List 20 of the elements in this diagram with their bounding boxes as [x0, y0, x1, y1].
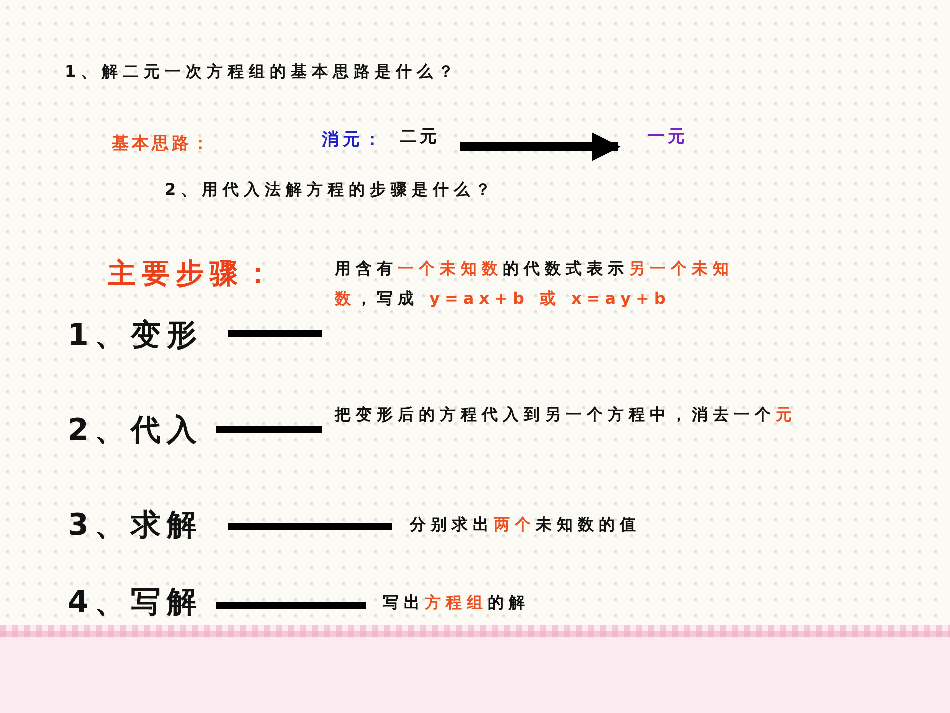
step-description: 把变形后的方程代入到另一个方程中，消去一个元 [335, 405, 797, 424]
question: 2、用代入法解方程的步骤是什么？ [165, 180, 496, 201]
connector-line [228, 330, 322, 338]
connector-line [216, 426, 322, 434]
label: 消元： [322, 129, 385, 151]
term: 二元 [400, 127, 440, 147]
heading: 主要步骤： [108, 256, 278, 292]
label: 基本思路： [112, 133, 212, 155]
term: 一元 [648, 127, 688, 147]
question: 1、解二元一次方程组的基本思路是什么？ [65, 62, 460, 83]
step-label: 1、变形 [68, 318, 203, 353]
step-label: 2、代入 [68, 413, 203, 448]
connector-line [228, 524, 392, 530]
step-label: 4、写解 [68, 585, 203, 620]
step-description: 分别求出两个未知数的值 [410, 515, 641, 534]
step-description: 用含有一个未知数的代数式表示另一个未知数，写成 y=ax+b 或 x=ay+b [335, 259, 734, 308]
step-label: 3、求解 [68, 508, 203, 543]
step-description: 写出方程组的解 [383, 593, 530, 612]
arrow [460, 132, 621, 162]
connector-line [216, 602, 366, 610]
